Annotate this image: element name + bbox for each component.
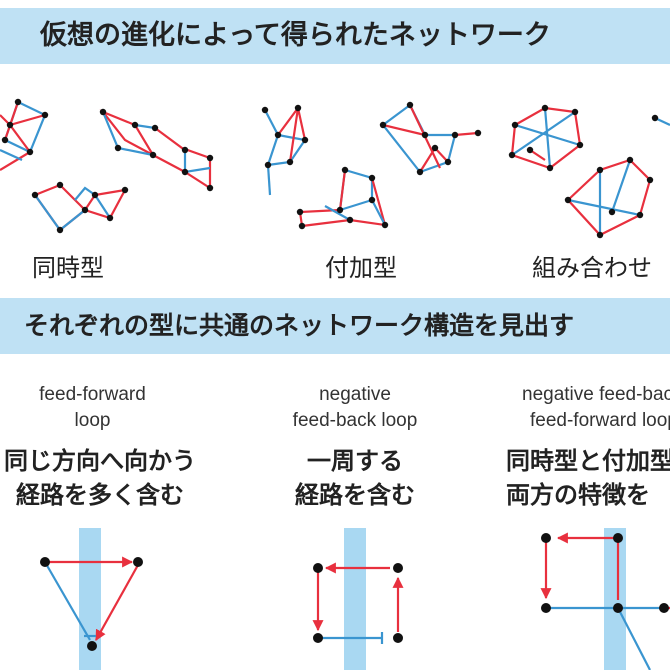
mid-banner: それぞれの型に共通のネットワーク構造を見出す <box>0 298 670 354</box>
motif-feed-forward-nodes <box>40 557 143 651</box>
motif-combined-nodes <box>541 533 669 613</box>
top-banner: 仮想の進化によって得られたネットワーク <box>0 8 670 64</box>
motif-feed-back <box>312 562 404 644</box>
network-cluster-1-nodes <box>1 98 214 234</box>
mid-banner-title: それぞれの型に共通のネットワーク構造を見出す <box>24 311 575 340</box>
col2-jp-line2: 経路を含む <box>295 481 415 509</box>
type-label-combined: 組み合わせ <box>532 254 652 282</box>
col1-en-line2: loop <box>74 410 111 431</box>
network-cluster-2 <box>264 103 479 228</box>
network-cluster-2-nodes <box>261 101 482 230</box>
top-banner-title: 仮想の進化によって得られたネットワーク <box>40 20 551 51</box>
network-cluster-3-nodes <box>508 104 659 239</box>
col3-en-line2: feed-forward loop <box>530 410 670 431</box>
col1-jp-line1: 同じ方向へ向かう <box>4 447 196 475</box>
type-label-additive: 付加型 <box>325 254 397 282</box>
col1-en-line1: feed-forward <box>39 384 146 405</box>
col3-jp-line1: 同時型と付加型 <box>506 447 670 475</box>
motif-stripes <box>79 528 626 670</box>
motif-feed-back-nodes <box>313 563 403 643</box>
motif-feed-forward <box>44 556 139 641</box>
col3-en-line1: negative feed-back <box>522 384 670 405</box>
col2-jp-line1: 一周する <box>307 447 403 475</box>
network-cluster-1 <box>0 100 212 232</box>
type-label-simultaneous: 同時型 <box>32 254 104 282</box>
col2-en-line1: negative <box>319 384 391 405</box>
col1-jp-line2: 経路を多く含む <box>16 481 184 509</box>
network-cluster-3 <box>510 106 670 237</box>
col2-en-line2: feed-back loop <box>292 410 418 431</box>
col3-jp-line2: 両方の特徴を <box>506 481 650 509</box>
